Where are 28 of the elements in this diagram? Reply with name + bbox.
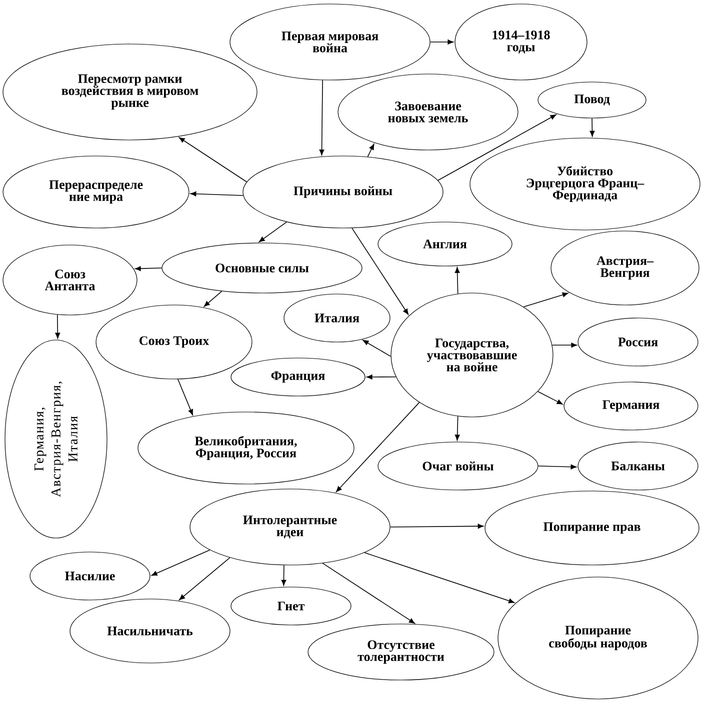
arrow — [134, 266, 162, 272]
arrow — [362, 340, 392, 357]
arrow — [336, 402, 420, 492]
arrow — [538, 464, 577, 470]
arrow — [179, 557, 230, 600]
arrow — [281, 564, 286, 586]
arrow — [390, 524, 484, 529]
arrow — [523, 292, 568, 308]
arrow — [454, 416, 460, 441]
arrow — [151, 550, 210, 576]
arrow — [178, 137, 248, 182]
arrow — [352, 228, 409, 315]
arrow — [55, 314, 60, 339]
arrow — [364, 552, 515, 604]
arrow — [322, 562, 415, 624]
arrow — [190, 191, 244, 196]
arrow — [590, 118, 595, 137]
arrow — [454, 267, 460, 294]
arrow — [552, 342, 578, 348]
arrow — [537, 391, 563, 405]
arrow — [204, 290, 222, 307]
arrow — [438, 114, 556, 181]
arrow — [430, 40, 454, 44]
arrow — [367, 144, 374, 158]
arrow — [178, 378, 194, 416]
arrow — [366, 374, 396, 380]
arrow — [319, 80, 324, 156]
arrow — [258, 222, 287, 242]
